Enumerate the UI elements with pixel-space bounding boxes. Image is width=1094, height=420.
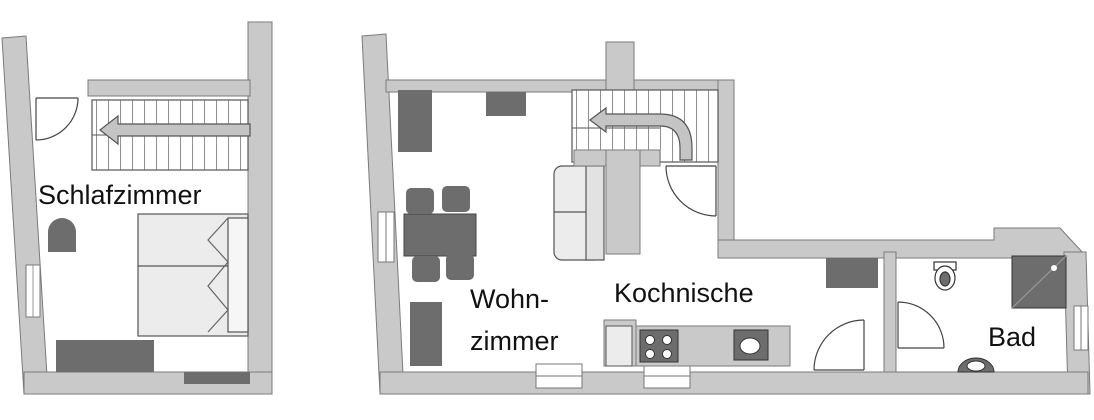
chair-icon	[442, 186, 470, 212]
bed-icon	[137, 213, 249, 337]
tv-stand-icon	[410, 302, 442, 366]
cabinet-icon	[486, 92, 526, 116]
arrow-icon	[589, 106, 693, 161]
lower-floor: Wohn- zimmer Kochnische Bad	[361, 33, 1091, 395]
stool-icon	[48, 218, 76, 252]
room-label-kochnische: Kochnische	[614, 278, 754, 308]
room-label-wohnzimmer-1: Wohn-	[470, 284, 549, 314]
shower-icon	[1011, 255, 1067, 309]
window-icon	[25, 264, 41, 318]
chair-icon	[406, 188, 434, 214]
washbasin-icon	[957, 357, 995, 373]
room-label-schlafzimmer: Schlafzimmer	[38, 180, 202, 210]
door-icon	[813, 319, 865, 371]
toilet-icon	[933, 261, 957, 291]
door-icon	[35, 97, 79, 141]
arrow-icon	[99, 114, 251, 146]
room-label-wohnzimmer-2: zimmer	[470, 326, 559, 356]
sofa-icon	[553, 165, 605, 261]
room-label-bad: Bad	[988, 322, 1036, 352]
window-icon	[377, 211, 1089, 389]
stove-icon	[639, 329, 679, 363]
cabinet-icon	[398, 90, 432, 152]
chair-icon	[412, 256, 440, 282]
dining-table-icon	[403, 186, 477, 282]
dresser-icon	[56, 340, 154, 372]
sink-icon	[733, 329, 769, 361]
chimney-icon	[573, 149, 661, 255]
shelf-icon	[184, 372, 250, 384]
upper-floor: Schlafzimmer	[1, 21, 273, 395]
chair-icon	[446, 254, 474, 280]
fridge-icon	[826, 258, 878, 288]
door-icon	[665, 165, 717, 217]
door-icon	[897, 301, 945, 349]
kitchen-counter	[605, 325, 791, 367]
